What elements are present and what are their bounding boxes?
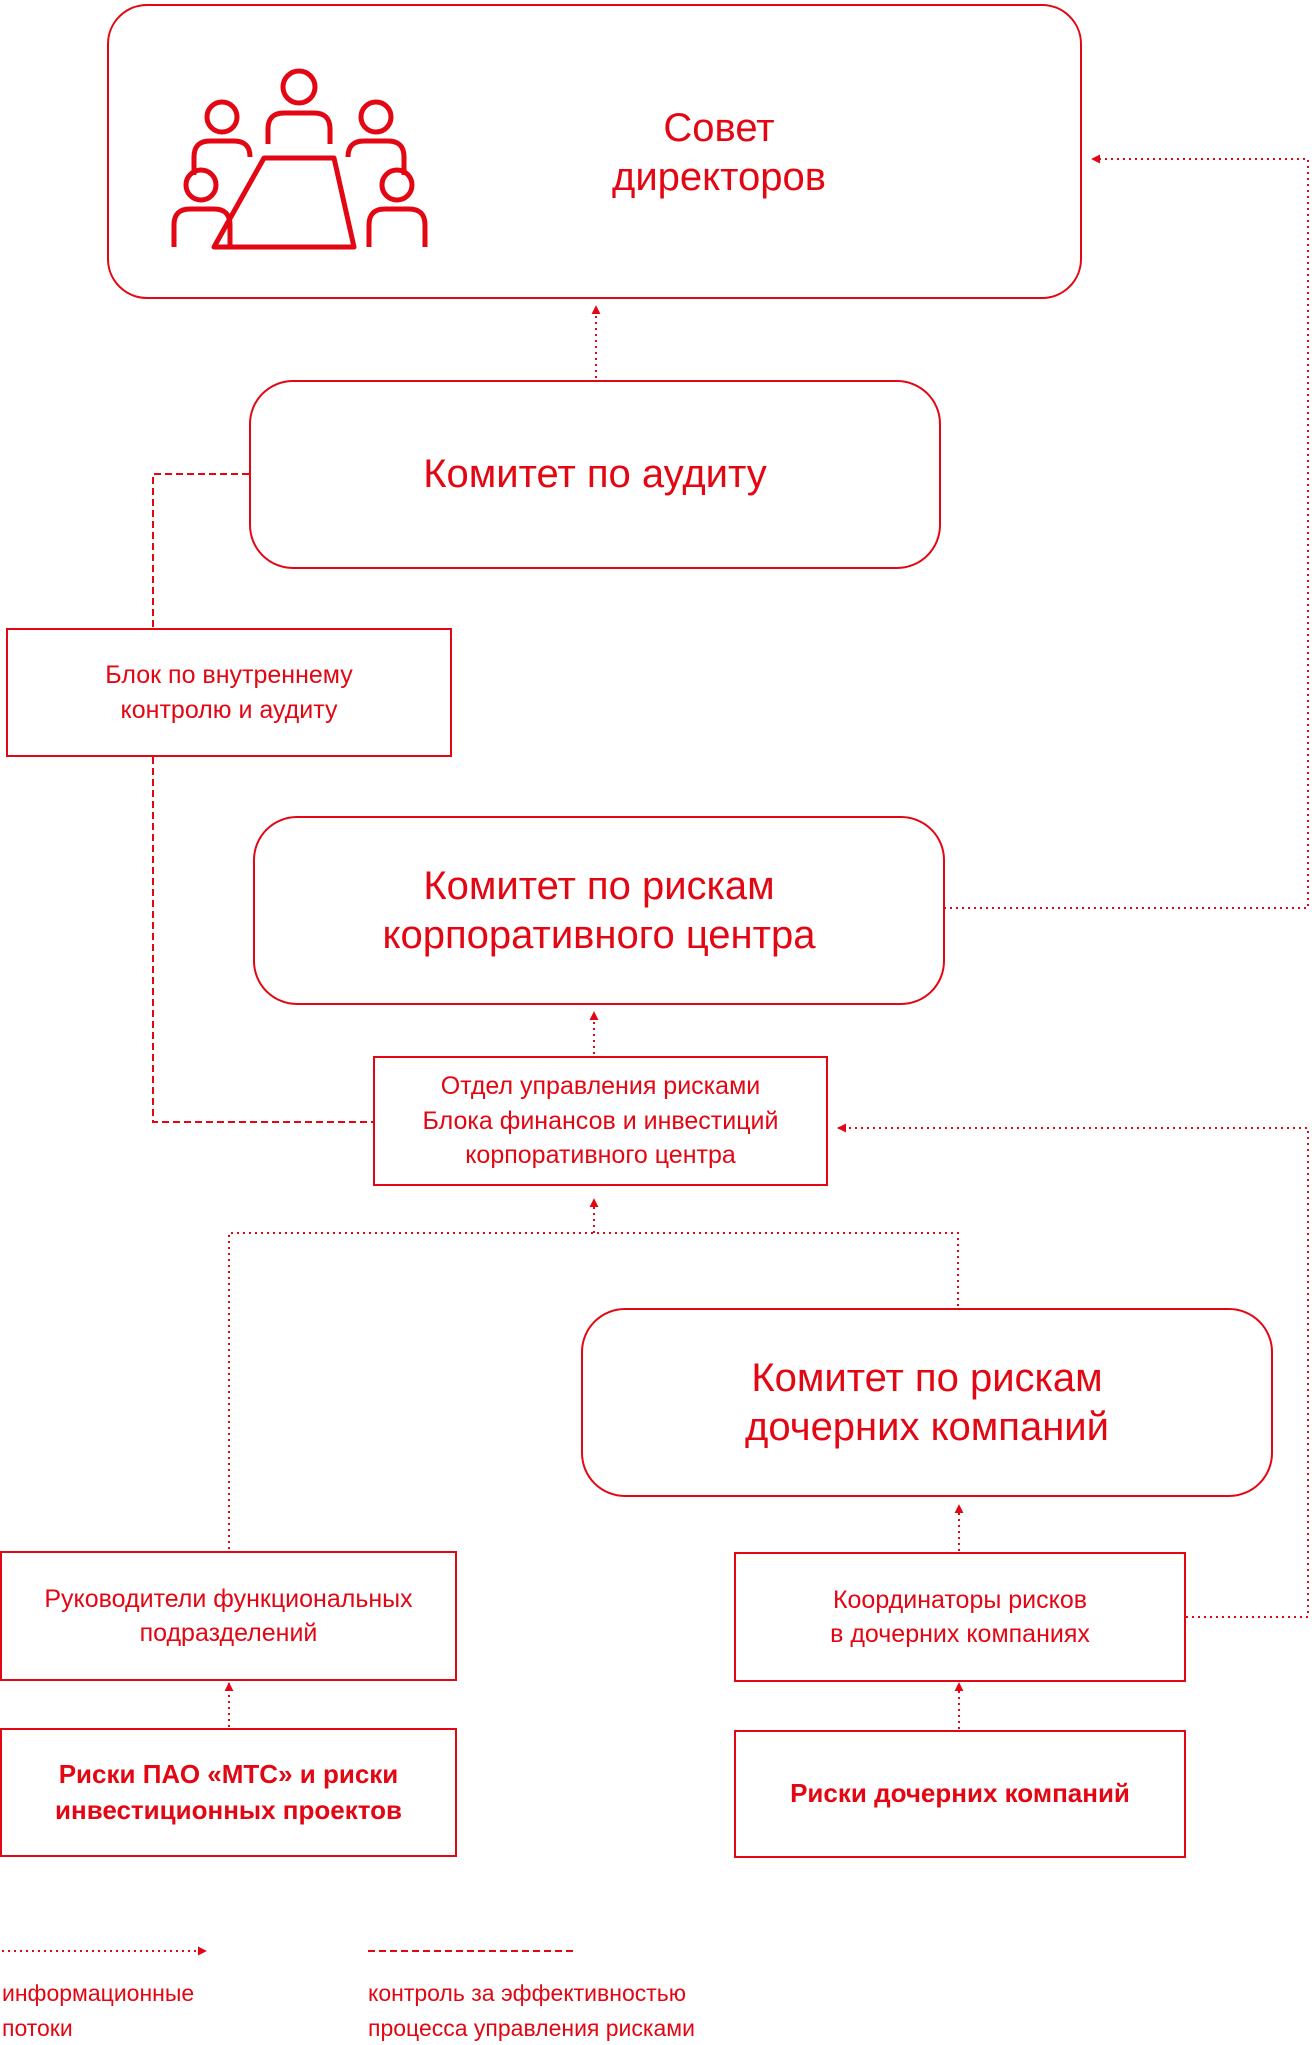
subsidiary-risk-committee-box: Комитет по рискам дочерних компаний [581,1308,1273,1497]
corp-risk-committee-box: Комитет по рискам корпоративного центра [253,816,945,1005]
risk-coordinators-box: Координаторы рисков в дочерних компаниях [734,1552,1186,1682]
functional-heads-box: Руководители функциональных подразделени… [0,1551,457,1681]
board-meeting-icon [164,61,484,256]
control-audit-to-internal [152,473,249,627]
functional-heads-label: Руководители функциональных подразделени… [44,1584,413,1648]
subsidiary-risks-label: Риски дочерних компаний [790,1778,1130,1809]
audit-committee-label: Комитет по аудиту [423,452,767,497]
board-of-directors-box: Совет директоров [107,4,1082,299]
risk-department-box: Отдел управления рисками Блока финансов … [373,1056,828,1186]
audit-committee-box: Комитет по аудиту [249,380,941,569]
mts-risks-label: Риски ПАО «МТС» и риски инвестиционных п… [55,1758,402,1825]
legend-control: контроль за эффективностью процесса упра… [368,1980,695,2041]
internal-audit-label: Блок по внутреннему контролю и аудиту [105,661,353,724]
subsidiary-risk-committee-label: Комитет по рискам дочерних компаний [745,1355,1109,1449]
legend-info-flows: информационные потоки [2,1980,195,2041]
flow-corp-committee-to-board [944,154,1309,909]
internal-audit-box: Блок по внутреннему контролю и аудиту [6,628,452,757]
mts-risks-box: Риски ПАО «МТС» и риски инвестиционных п… [0,1728,457,1857]
risk-coordinators-label: Координаторы рисков в дочерних компаниях [830,1585,1090,1649]
control-internal-to-department [152,757,373,1123]
board-title: Совет директоров [612,106,826,199]
flow-coordinators-to-department [837,1123,1309,1618]
flow-heads-to-department [228,1232,959,1549]
subsidiary-risks-box: Риски дочерних компаний [734,1730,1186,1858]
risk-department-label: Отдел управления рисками Блока финансов … [422,1072,779,1170]
corp-risk-committee-label: Комитет по рискам корпоративного центра [382,863,816,957]
